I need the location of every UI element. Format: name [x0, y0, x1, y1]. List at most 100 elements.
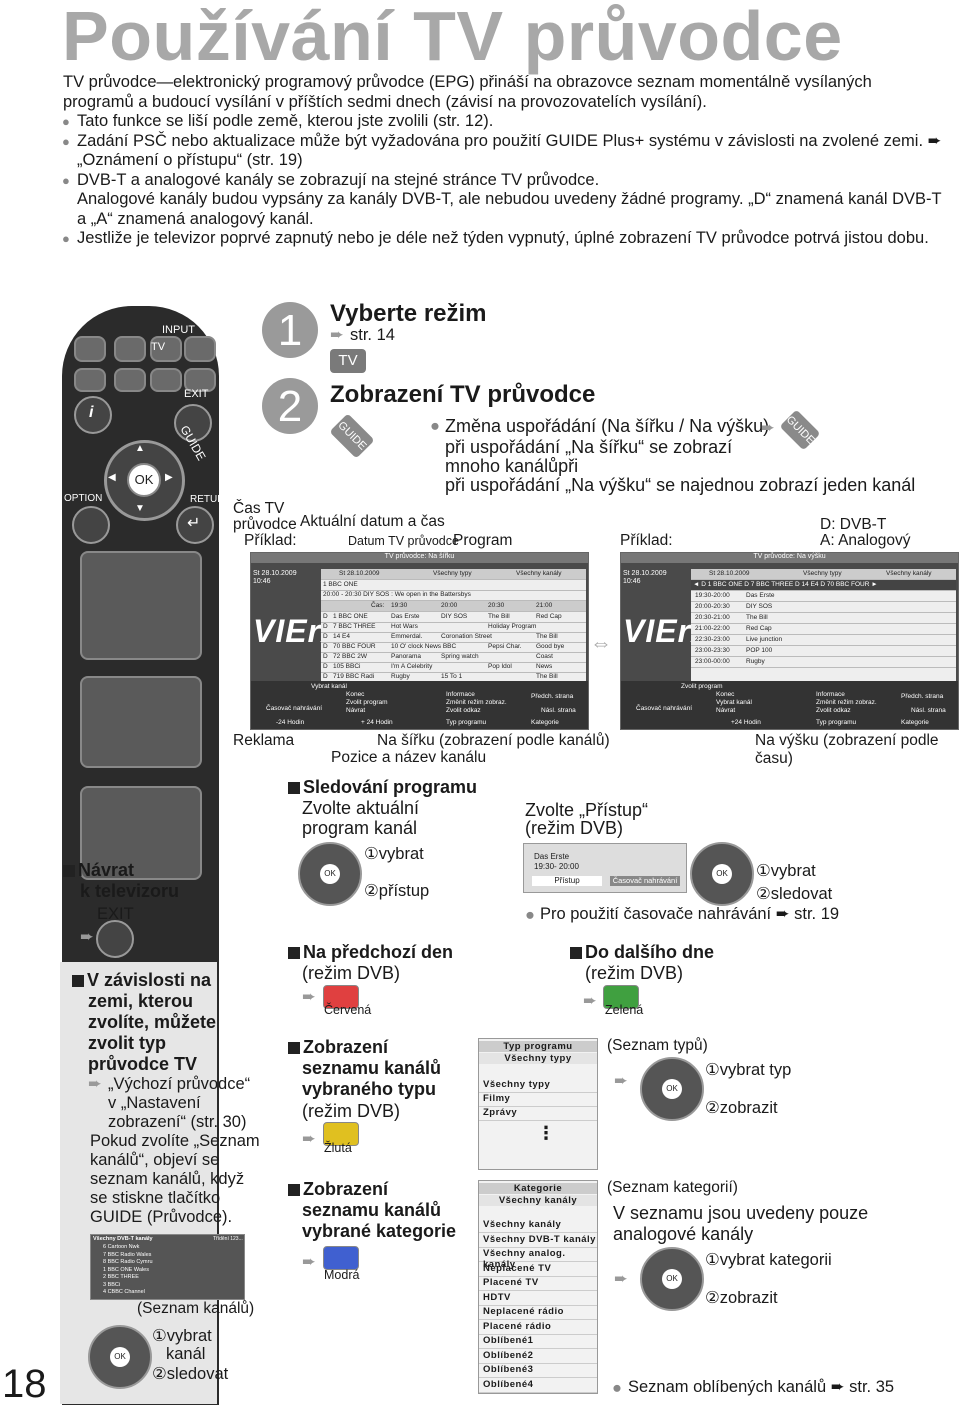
dpad-icon: OK [640, 1247, 704, 1311]
option-button[interactable] [72, 506, 110, 544]
table-cell: Coronation Street [441, 633, 492, 640]
screen-header: TV průvodce: Na výšku [621, 553, 958, 563]
footer-green: +24 Hodin [731, 719, 761, 726]
remote-button[interactable] [150, 368, 182, 392]
section-title: Do dalšího dne [570, 942, 714, 963]
list-item[interactable]: 8 BBC Radio Cymru [103, 1259, 153, 1265]
table-cell: DIY SOS [441, 613, 468, 620]
type-filter[interactable]: Všechny typy [433, 570, 472, 577]
table-cell: Emmerdal. [391, 633, 423, 640]
remote-button[interactable] [74, 368, 106, 392]
arrow-icon: ➨ [302, 988, 316, 1006]
remote-button[interactable] [184, 368, 216, 392]
remote-button[interactable] [114, 336, 146, 362]
step-text: ②zobrazit [705, 1289, 778, 1307]
epg-toolbar: St 28.10.2009 Všechny typy Všechny kanál… [321, 569, 586, 580]
channel-filter[interactable]: Všechny kanály [886, 570, 932, 577]
screen-date: St 28.10.2009 [253, 570, 297, 577]
screen-time: 10:46 [623, 578, 641, 585]
list-item[interactable]: Všechny analog. kanály [479, 1248, 597, 1270]
note-text: seznam kanálů, když [90, 1170, 245, 1188]
arrow-icon: ➨ [302, 1253, 316, 1271]
list-item[interactable]: 7 BBC Radio Wales [103, 1251, 152, 1258]
step-text: ②sledovat [152, 1365, 229, 1383]
note-text: Pro použití časovače nahrávání ➨ str. 19 [540, 905, 840, 923]
list-item[interactable]: 2 BBC THREE [103, 1274, 139, 1280]
remote-button-block[interactable] [80, 551, 202, 660]
list-item[interactable]: Všechny typy [479, 1079, 597, 1093]
remote-button[interactable] [114, 368, 146, 392]
arrow-icon: ➨ [88, 1075, 102, 1093]
list-item[interactable]: Oblíbené2 [479, 1350, 597, 1364]
dpad-icon: OK [690, 842, 754, 906]
screen-header: TV průvodce: Na šířku [251, 553, 588, 563]
access-button[interactable]: Přístup [532, 876, 602, 886]
ok-button[interactable]: OK [127, 463, 161, 497]
epg-channel: 1 BBC ONE [321, 580, 586, 591]
label-aktualni: Aktuální datum a čas [300, 513, 445, 530]
list-item[interactable]: Oblíbené3 [479, 1364, 597, 1378]
color-label: Červená [324, 1003, 372, 1017]
table-cell: Red Cap [536, 613, 562, 620]
intro-bullet: Tato funkce se liší podle země, kterou j… [62, 112, 943, 132]
ok-icon: OK [110, 1347, 130, 1367]
section-title: Zobrazení [288, 1037, 388, 1058]
table-cell: Rugby [391, 673, 410, 680]
footer-text: Návrat [346, 707, 366, 714]
list-item[interactable]: 1 BBC ONE Wales [103, 1266, 149, 1273]
list-item[interactable]: Oblíbené1 [479, 1335, 597, 1349]
info-button[interactable]: i [74, 396, 112, 434]
type-filter[interactable]: Všechny typy [803, 570, 842, 577]
timer-button[interactable]: Časovač nahrávání [610, 876, 680, 886]
epg-grid: St 28.10.2009 Všechny typy Všechny kanál… [691, 569, 956, 681]
note-text: v „Nastavení [108, 1094, 201, 1112]
list-item[interactable]: Oblíbené4 [479, 1379, 597, 1393]
list-item[interactable]: Placené TV [479, 1277, 597, 1291]
list-item[interactable]: Všechny kanály [479, 1219, 597, 1233]
return-button[interactable]: ↵ [176, 506, 214, 544]
channel-filter[interactable]: Všechny kanály [516, 570, 562, 577]
list-item[interactable]: 6 Cartoon Nwk [103, 1244, 140, 1250]
exit-button[interactable] [174, 404, 212, 442]
remote-button-block[interactable] [80, 786, 202, 880]
list-item[interactable]: 4 CBBC Channel [103, 1289, 145, 1295]
list-item[interactable]: Zprávy [479, 1107, 597, 1121]
label-pruvodce: průvodce [233, 516, 297, 533]
table-cell: The Bill [746, 614, 768, 621]
input-button[interactable] [184, 336, 216, 362]
step-number: 1 [262, 302, 318, 358]
list-item[interactable]: 3 BBCi [103, 1281, 121, 1288]
footer-text: Informace [816, 691, 845, 698]
remote-button-block[interactable] [80, 676, 202, 768]
yellow-button-icon [323, 1122, 359, 1146]
list-item[interactable]: Všechny DVB-T kanály [479, 1234, 597, 1248]
remote-dpad[interactable]: OK [104, 440, 185, 521]
color-label: Modrá [324, 1268, 360, 1282]
list-item[interactable]: HDTV [479, 1292, 597, 1306]
section-text: Zvolte aktuální [302, 798, 420, 818]
list-item[interactable]: Placené rádio [479, 1321, 597, 1335]
tv-button[interactable] [150, 336, 182, 362]
screen-date: St 28.10.2009 [623, 570, 667, 577]
step-text: kanál [166, 1345, 206, 1363]
step2-text: při uspořádání „Na výšku“ se najednou zo… [445, 475, 916, 495]
remote-button[interactable] [74, 336, 106, 362]
caption: (Seznam kanálů) [137, 1300, 255, 1317]
list-item[interactable]: Neplacené TV [479, 1263, 597, 1277]
section-title-cont: seznamu kanálů [302, 1200, 442, 1220]
list-item[interactable]: Filmy [479, 1093, 597, 1107]
list-item[interactable]: Neplacené rádio [479, 1306, 597, 1320]
